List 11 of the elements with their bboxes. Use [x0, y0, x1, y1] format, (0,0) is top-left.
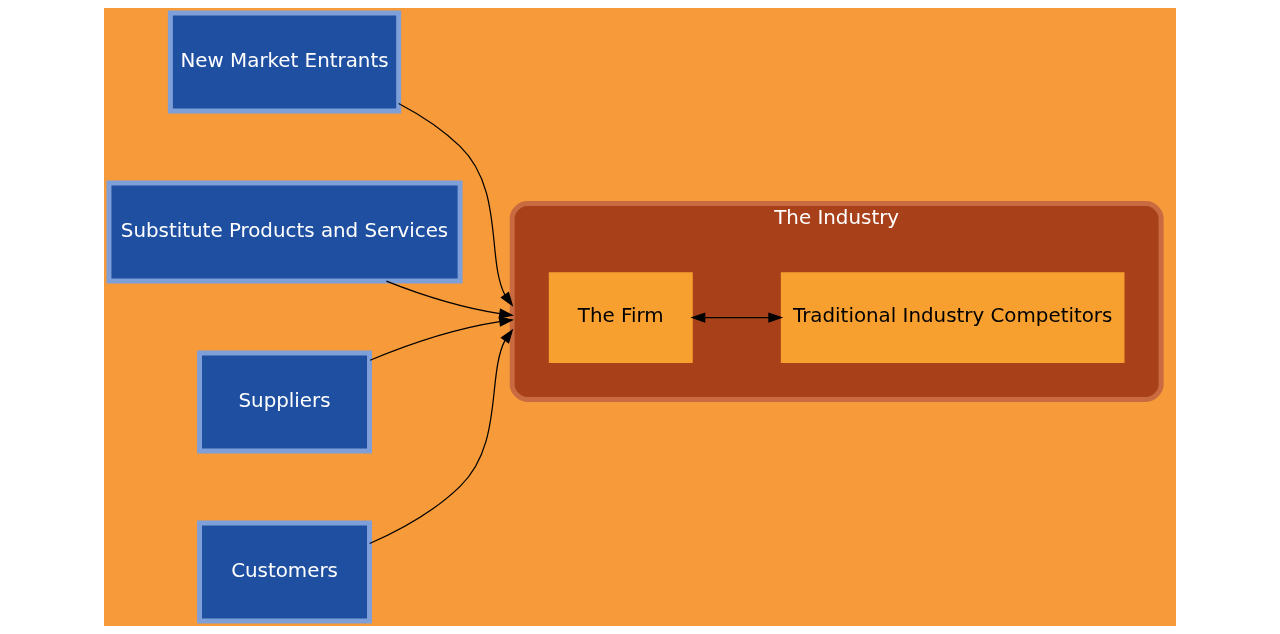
arrow: [690, 312, 784, 323]
node-box: Suppliers: [197, 350, 372, 454]
node-box: Substitute Products and Services: [106, 180, 463, 284]
arrow: [398, 102, 514, 307]
node-box: The Firm: [548, 272, 693, 363]
node-box: New Market Entrants: [167, 10, 402, 114]
node-box: Customers: [197, 520, 372, 624]
arrow: [369, 316, 515, 361]
arrow: [369, 328, 514, 545]
arrow: [385, 280, 515, 319]
node-box: Traditional Industry Competitors: [780, 272, 1125, 363]
